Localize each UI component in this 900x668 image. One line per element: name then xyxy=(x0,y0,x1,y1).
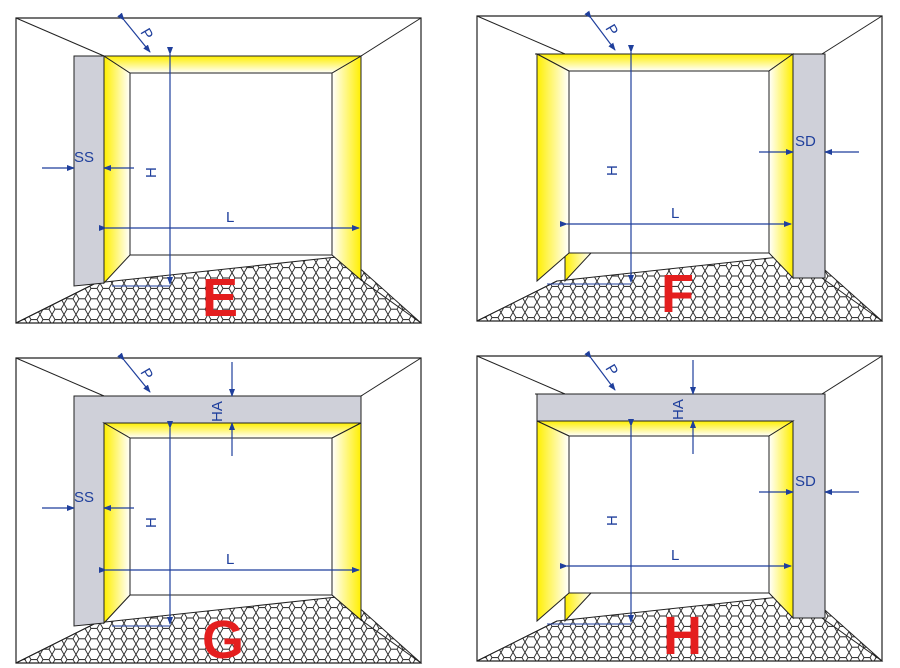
width-label: L xyxy=(226,551,234,568)
width-label: L xyxy=(671,205,679,222)
depth-dimension-line xyxy=(117,12,151,53)
panel-letter: G xyxy=(202,610,244,668)
height-label: H xyxy=(604,515,621,526)
header-label: HA xyxy=(670,399,687,420)
height-label: H xyxy=(604,165,621,176)
side-left-label: SS xyxy=(74,489,94,506)
panel-letter: F xyxy=(661,264,694,324)
width-label: L xyxy=(226,209,234,226)
side-wall-left xyxy=(73,55,105,287)
depth-label: P xyxy=(137,26,157,43)
panel-letter: E xyxy=(202,268,238,328)
side-right-label: SD xyxy=(795,133,816,150)
panel-h: H L P HA SD H xyxy=(476,350,883,666)
panel-e: H L P SS E xyxy=(15,12,422,328)
depth-dimension-line xyxy=(117,352,151,393)
panel-g: H L P HA SS G xyxy=(15,352,422,668)
panel-letter: H xyxy=(663,606,702,666)
side-left-label: SS xyxy=(74,149,94,166)
panel-f: H L P SD F xyxy=(476,10,883,324)
header-label: HA xyxy=(209,401,226,422)
side-wall-right xyxy=(792,53,826,279)
side-right-label: SD xyxy=(795,473,816,490)
depth-dimension-line xyxy=(584,350,616,391)
height-label: H xyxy=(143,167,160,178)
width-label: L xyxy=(671,547,679,564)
depth-label: P xyxy=(137,366,157,383)
depth-dimension-line xyxy=(584,10,616,51)
height-label: H xyxy=(143,517,160,528)
